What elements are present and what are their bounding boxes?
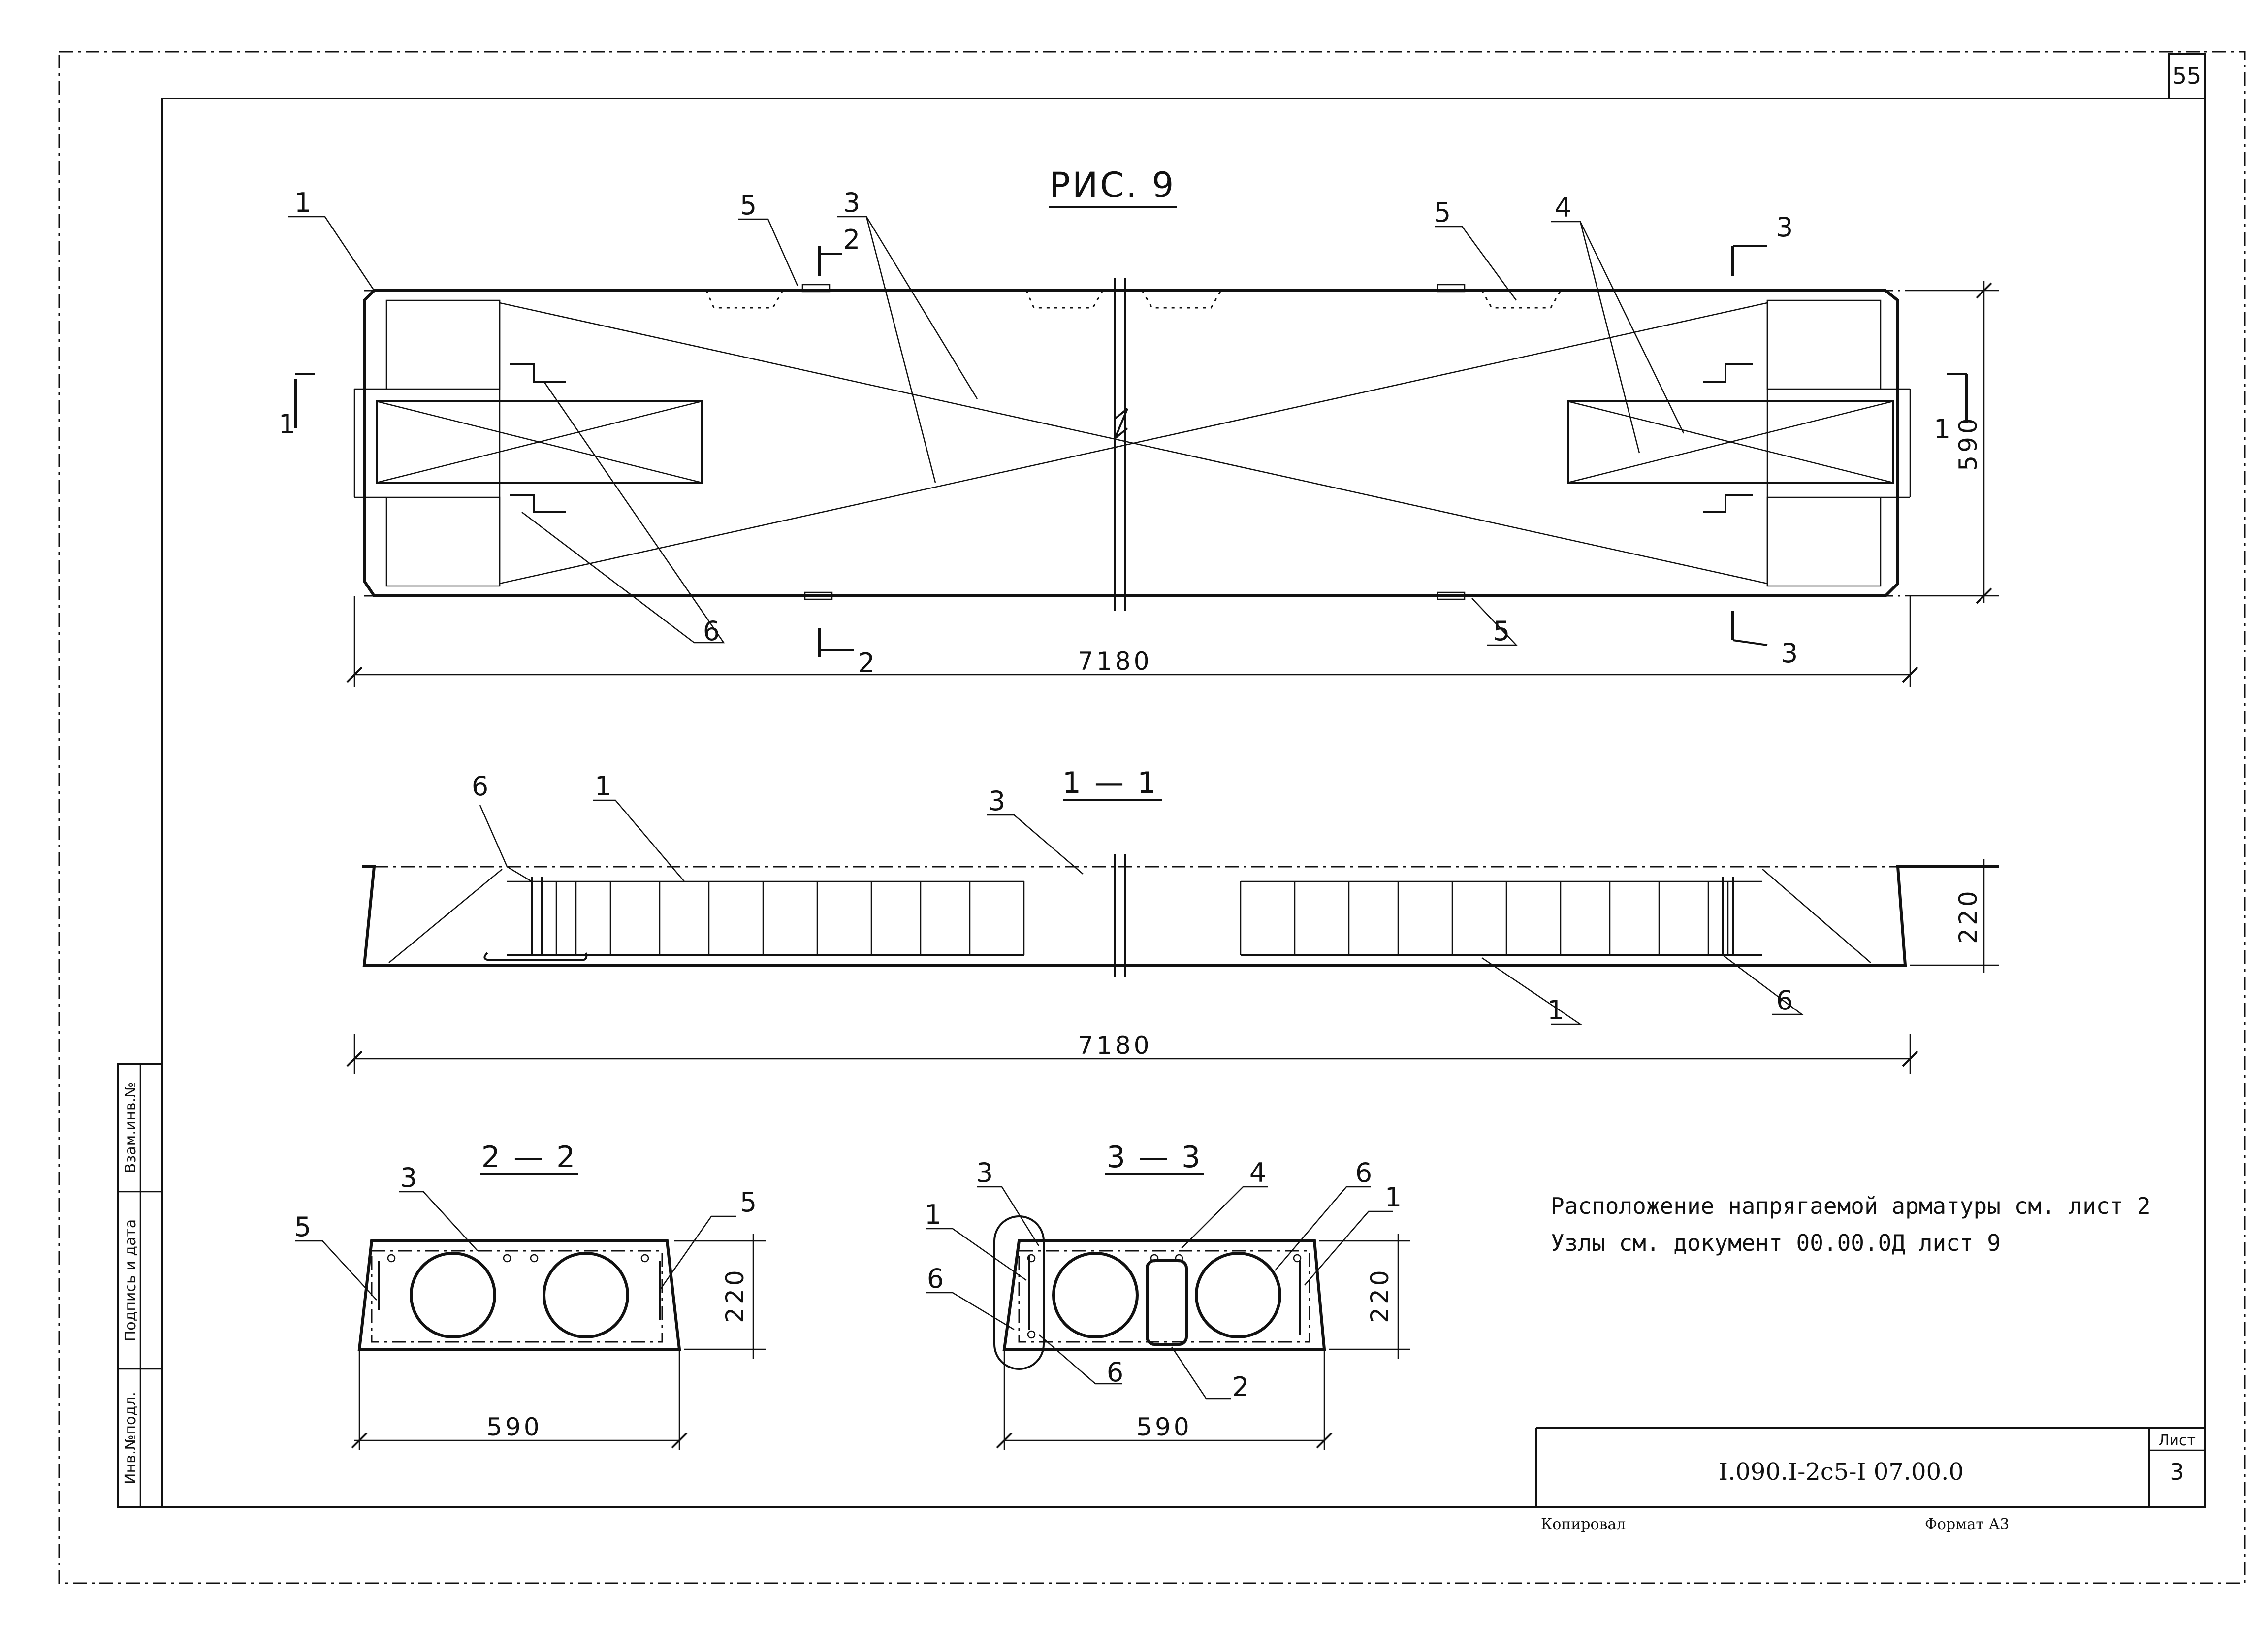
section-2-2: 2 — 2 590 220 3 5 5 bbox=[294, 1140, 766, 1450]
section-3-3-callout-2: 2 bbox=[1232, 1371, 1249, 1402]
plan-callout-5-a: 5 bbox=[740, 190, 757, 221]
footer-copied: Копировал bbox=[1541, 1516, 1626, 1533]
sheet-label: Лист bbox=[2158, 1432, 2196, 1449]
section-1-1-callout-3: 3 bbox=[989, 785, 1005, 816]
section-3-3-callout-3: 3 bbox=[976, 1157, 993, 1188]
section-1-1-dim-height: 220 bbox=[1954, 888, 1982, 944]
document-designation: I.090.I-2с5-I 07.00.0 bbox=[1719, 1458, 1964, 1486]
plan-dim-length: 7180 bbox=[1078, 647, 1152, 676]
plan-callout-1: 1 bbox=[294, 187, 311, 218]
section-3-3-callout-1-right: 1 bbox=[1385, 1182, 1402, 1213]
plan-callout-5-c: 5 bbox=[1493, 616, 1510, 647]
section-2-2-callout-5-right: 5 bbox=[740, 1187, 757, 1218]
sheet-number: 3 bbox=[2170, 1459, 2184, 1485]
notes: Расположение напрягаемой арматуры см. ли… bbox=[1551, 1193, 2151, 1256]
note-line-1: Расположение напрягаемой арматуры см. ли… bbox=[1551, 1193, 2151, 1219]
section-3-3-title: 3 — 3 bbox=[1107, 1140, 1203, 1174]
section-3-3-callout-6-bottom: 6 bbox=[1107, 1357, 1123, 1388]
figure-title: РИС. 9 bbox=[1050, 165, 1176, 205]
section-1-1-callout-6-right: 6 bbox=[1776, 985, 1793, 1016]
section-1-1-title: 1 — 1 bbox=[1062, 766, 1158, 800]
page-number-box: 55 bbox=[2168, 53, 2206, 99]
section-3-3-callout-4: 4 bbox=[1249, 1157, 1266, 1188]
section-2-2-callout-3: 3 bbox=[400, 1162, 417, 1193]
section-2-2-dim-width: 590 bbox=[486, 1413, 542, 1441]
stamp-replace-inv: Взам.инв.№ bbox=[122, 1082, 139, 1173]
section-1-1-dim-length: 7180 bbox=[1078, 1031, 1152, 1060]
plan-callout-4: 4 bbox=[1555, 192, 1571, 223]
sheet-frame bbox=[58, 51, 2246, 1584]
plan-callout-5-b: 5 bbox=[1434, 197, 1451, 228]
section-1-1-callout-1-top: 1 bbox=[595, 771, 611, 802]
section-3-3-callout-6-left: 6 bbox=[927, 1263, 944, 1294]
section-2-2-title: 2 — 2 bbox=[481, 1140, 577, 1174]
section-1-1-stirrups bbox=[555, 881, 1729, 955]
title-block: I.090.I-2с5-I 07.00.0 Лист 3 bbox=[1719, 1432, 2196, 1486]
plan-callout-3: 3 bbox=[843, 187, 860, 218]
section-1-1: 1 — 1 bbox=[346, 766, 1999, 1074]
section-2-2-callout-5-left: 5 bbox=[294, 1211, 311, 1242]
section-1-1-callout-1-bottom: 1 bbox=[1547, 995, 1564, 1026]
side-stamp: Инв.№подл. Подпись и дата Взам.инв.№ bbox=[117, 1063, 163, 1508]
stamp-inv-no: Инв.№подл. bbox=[122, 1392, 139, 1484]
plan-section-mark-3-bottom: 3 bbox=[1781, 638, 1798, 669]
plan-section-mark-2-top: 2 bbox=[843, 224, 860, 255]
plan-dim-width: 590 bbox=[1954, 415, 1982, 471]
plan-view: 7180 590 1 1 2 2 3 3 1 3 5 bbox=[279, 187, 1999, 687]
footer-format: Формат А3 bbox=[1925, 1516, 2009, 1533]
plan-section-mark-3-top: 3 bbox=[1776, 212, 1793, 243]
note-line-2: Узлы см. документ 00.00.0Д лист 9 bbox=[1551, 1230, 2001, 1256]
section-2-2-dim-height: 220 bbox=[721, 1267, 749, 1323]
section-3-3-dim-width: 590 bbox=[1136, 1413, 1192, 1441]
plan-section-mark-1-right: 1 bbox=[1934, 414, 1950, 445]
plan-section-mark-2-bottom: 2 bbox=[858, 648, 875, 679]
plan-section-mark-1-left: 1 bbox=[279, 409, 295, 440]
section-1-1-callout-6-left: 6 bbox=[472, 771, 488, 802]
section-3-3-callout-1-left: 1 bbox=[925, 1199, 941, 1230]
section-3-3: 3 — 3 590 220 3 4 6 1 1 bbox=[925, 1140, 1410, 1450]
plan-callout-6: 6 bbox=[703, 616, 720, 647]
stamp-signature: Подпись и дата bbox=[122, 1219, 139, 1342]
page-number: 55 bbox=[2172, 63, 2202, 89]
section-3-3-dim-height: 220 bbox=[1366, 1267, 1394, 1323]
section-3-3-callout-6-top: 6 bbox=[1355, 1157, 1372, 1188]
